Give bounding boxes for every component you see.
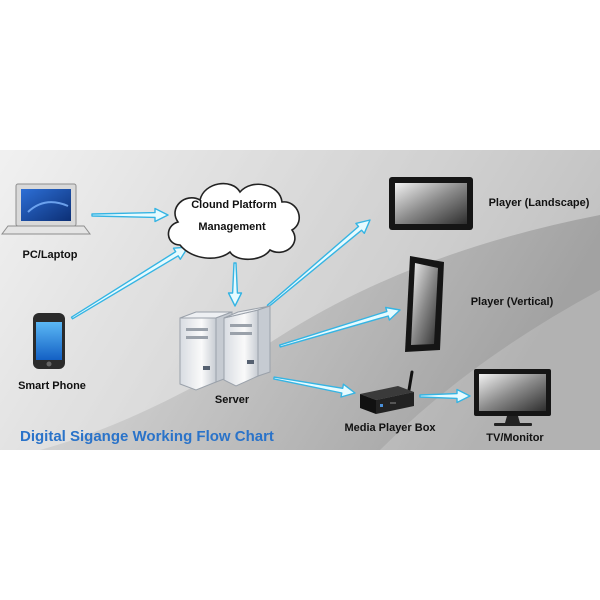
landscape-display-icon xyxy=(389,177,473,230)
server-icon xyxy=(179,305,271,391)
media-player-box-icon xyxy=(360,370,414,414)
laptop-icon xyxy=(1,183,91,235)
tv-monitor-icon xyxy=(474,369,551,426)
arrow-smart-phone-to-clound-platform-management xyxy=(70,246,189,320)
pc-laptop-label: PC/Laptop xyxy=(23,249,78,261)
chart-title: Digital Sigange Working Flow Chart xyxy=(20,428,274,445)
cloud-label-line1: Clound Platform xyxy=(191,199,277,211)
player-landscape-label: Player (Landscape) xyxy=(489,197,590,209)
arrow-pc-laptop-to-clound-platform-management xyxy=(91,207,169,223)
arrow-media-player-box-to-tv-monitor xyxy=(419,388,471,404)
smart-phone-label: Smart Phone xyxy=(18,380,86,392)
smartphone-icon xyxy=(33,313,65,369)
media-player-box-label: Media Player Box xyxy=(344,422,436,434)
cloud-icon xyxy=(167,182,301,261)
arrow-server-to-media-player-box xyxy=(273,376,356,398)
connection-arrows xyxy=(70,207,471,404)
arrow-clound-platform-management-to-server xyxy=(227,262,243,307)
cloud-label-line2: Management xyxy=(198,221,266,233)
server-label: Server xyxy=(215,394,250,406)
tv-monitor-label: TV/Monitor xyxy=(486,432,544,444)
arrow-server-to-player-landscape xyxy=(266,219,371,308)
vertical-display-icon xyxy=(405,256,444,352)
arrow-server-to-player-vertical xyxy=(279,306,401,348)
player-vertical-label: Player (Vertical) xyxy=(471,296,554,308)
